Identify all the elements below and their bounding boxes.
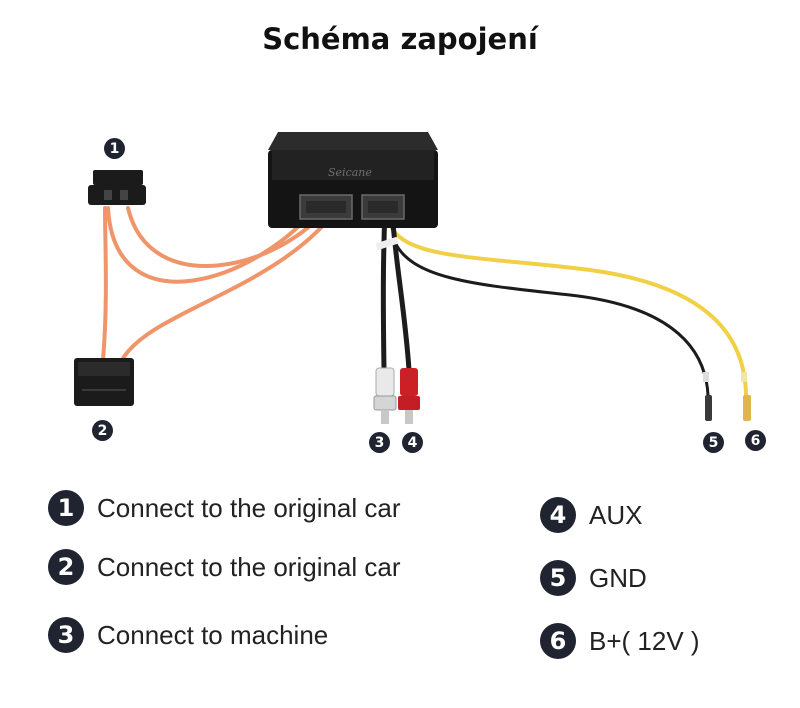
wire-tip-5	[705, 395, 712, 421]
legend-number: 3	[48, 617, 84, 653]
legend-number: 5	[540, 560, 576, 596]
legend-number: 2	[48, 549, 84, 585]
fiber-cable-a	[101, 206, 108, 362]
black-wire	[392, 238, 710, 397]
callout-4: 4	[402, 432, 423, 453]
diagram-title: Schéma zapojení	[262, 22, 538, 56]
legend-item-4: 4 AUX	[540, 497, 642, 533]
connector-1	[88, 170, 146, 205]
fiber-cable-d	[120, 203, 342, 362]
callout-2: 2	[92, 420, 113, 441]
converter-module: Seicane	[268, 132, 438, 228]
legend-item-2: 2 Connect to the original car	[48, 549, 401, 585]
legend-item-5: 5 GND	[540, 560, 647, 596]
rca-cable-white	[380, 209, 388, 371]
fiber-cables	[101, 203, 342, 362]
legend-text: Connect to the original car	[97, 551, 401, 582]
legend-item-6: 6 B+( 12V )	[540, 623, 700, 659]
callout-3: 3	[369, 432, 390, 453]
yellow-wire	[386, 213, 748, 397]
callout-5: 5	[703, 432, 724, 453]
rca-cable-red	[389, 209, 412, 371]
legend-number: 6	[540, 623, 576, 659]
wire-tip-6	[743, 395, 751, 421]
legend-number: 1	[48, 490, 84, 526]
wiring-diagram: Seicane	[74, 132, 751, 424]
rca-plug-red	[398, 368, 420, 424]
legend-number: 4	[540, 497, 576, 533]
callout-1: 1	[104, 138, 125, 159]
brand-logo: Seicane	[328, 166, 372, 179]
legend-item-1: 1 Connect to the original car	[48, 490, 401, 526]
wire-label-6	[741, 372, 747, 382]
fiber-cable-c	[126, 203, 332, 269]
legend-text: Connect to machine	[97, 619, 329, 650]
fiber-cable-b	[106, 203, 320, 284]
legend-text: AUX	[589, 499, 643, 530]
rca-plug-white	[373, 367, 397, 424]
legend-text: B+( 12V )	[589, 625, 700, 656]
connector-2	[74, 358, 134, 406]
legend-text: GND	[589, 562, 647, 593]
legend-item-3: 3 Connect to machine	[48, 617, 328, 653]
legend-text: Connect to the original car	[97, 492, 401, 523]
callout-6: 6	[745, 430, 766, 451]
wire-label-5	[703, 372, 709, 382]
cable-tie	[375, 236, 399, 251]
